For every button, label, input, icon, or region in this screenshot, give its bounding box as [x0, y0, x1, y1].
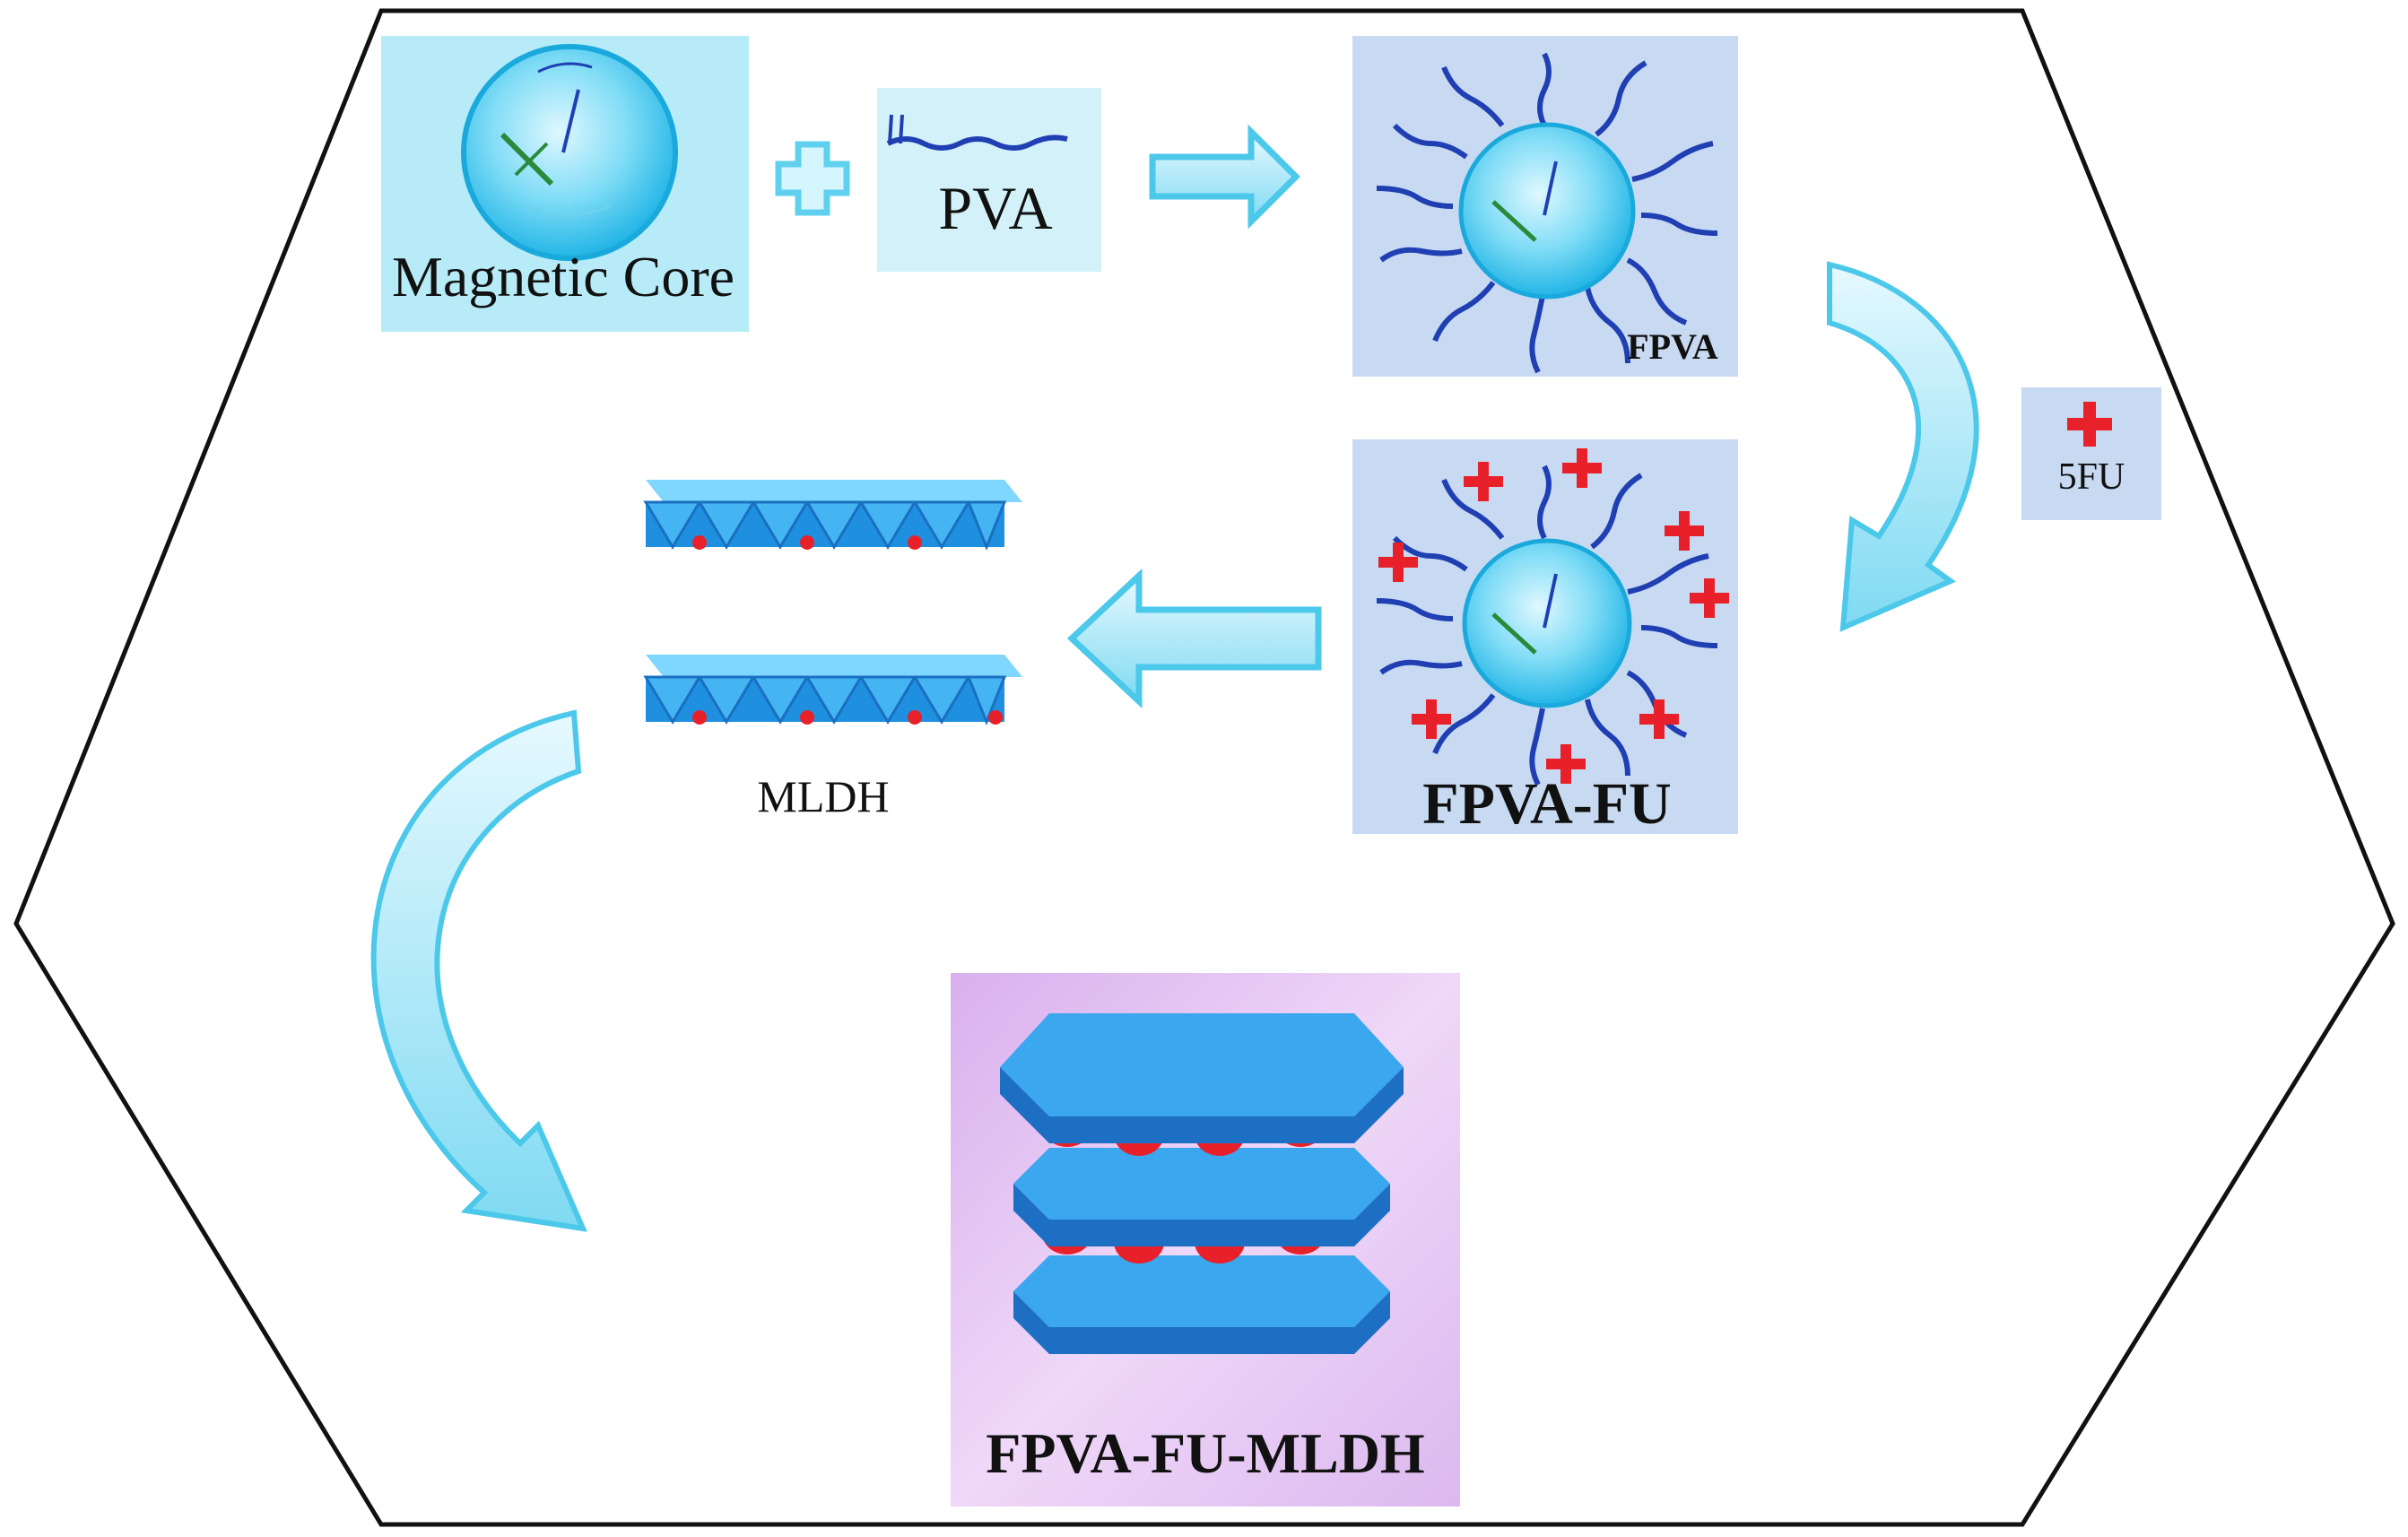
fu-drug-icon [2067, 402, 2112, 447]
curved-arrow-down-icon [1827, 261, 1979, 632]
fu-panel: 5FU [2021, 387, 2161, 520]
fpva-label: FPVA [1627, 326, 1718, 367]
arrow-right-icon [1149, 124, 1300, 230]
pva-label: PVA [938, 174, 1052, 242]
pva-chain [886, 135, 1068, 151]
mldh-label: MLDH [757, 771, 889, 821]
plus-icon [775, 141, 850, 216]
fpva-fu-drug-markers [1378, 448, 1729, 784]
mldh-panel: MLDH [643, 480, 1022, 821]
fpva-fu-label: FPVA-FU [1422, 771, 1671, 837]
arrow-left-icon [1066, 568, 1322, 709]
ldh-plate-top [1000, 1013, 1404, 1143]
fpva-chains [1376, 52, 1718, 374]
magnetic-core-label: Magnetic Core [392, 245, 735, 308]
curved-arrow-bottom-icon [370, 709, 587, 1232]
pva-panel: PVA [877, 88, 1101, 272]
mldh-layer-bottom [643, 655, 1022, 726]
fpva-fu-mldh-panel: FPVA-FU-MLDH [951, 973, 1460, 1507]
hexagon-frame [13, 8, 2395, 1527]
magnetic-core-panel: Magnetic Core [381, 36, 749, 332]
ldh-plate-bottom [1013, 1255, 1390, 1354]
fpva-fu-mldh-label: FPVA-FU-MLDH [986, 1421, 1424, 1485]
fpva-fu-panel: FPVA-FU [1352, 439, 1738, 837]
fu-label: 5FU [2058, 456, 2125, 498]
fpva-panel: FPVA [1352, 36, 1738, 377]
ldh-plate-middle [1013, 1148, 1390, 1246]
mldh-layer-top [643, 480, 1022, 551]
magnetic-core-sphere [461, 44, 678, 261]
